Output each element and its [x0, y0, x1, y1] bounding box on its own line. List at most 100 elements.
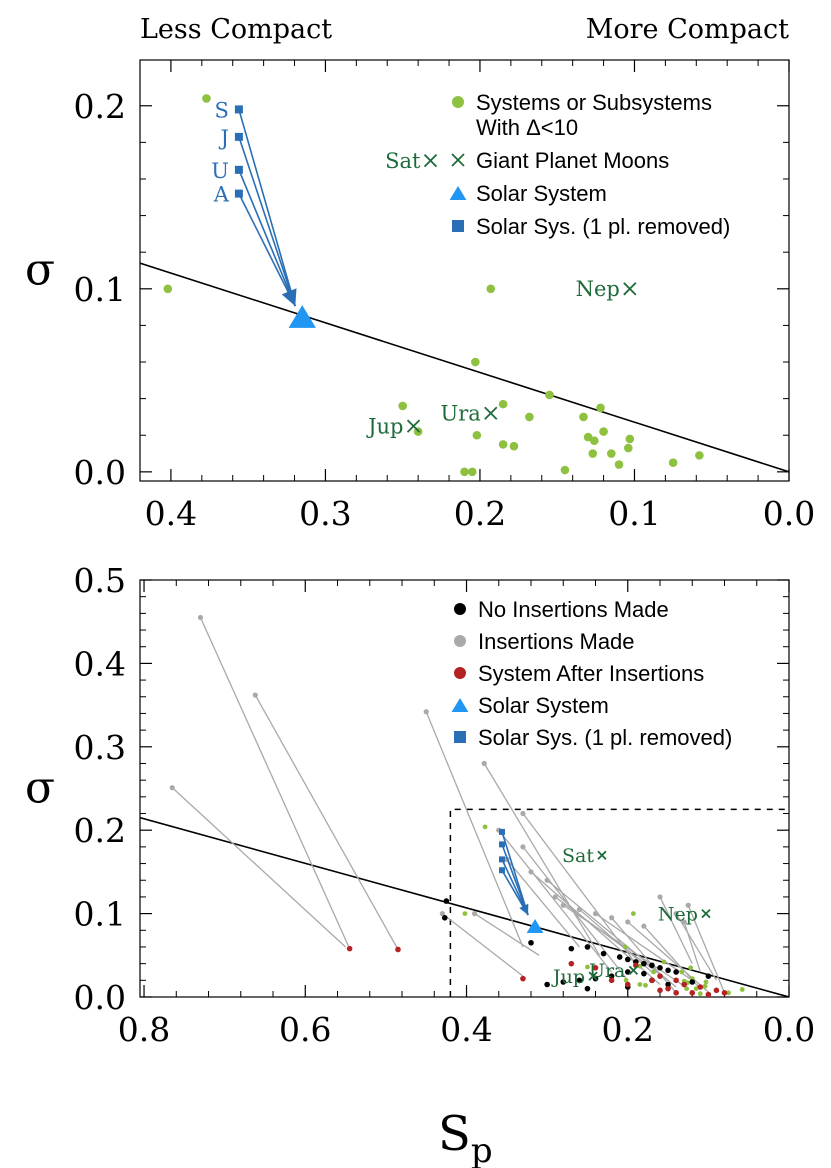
moon-label: Ura	[589, 960, 625, 982]
legend-marker-triangle	[451, 698, 469, 712]
no-insertion-point	[560, 979, 567, 985]
removed-planet-label: J	[218, 126, 228, 150]
legend-marker-triangle	[449, 186, 467, 200]
no-insertion-point	[641, 970, 647, 977]
insertion-track-line	[578, 908, 653, 973]
legend-marker-square	[454, 731, 466, 743]
solar-removed-marker	[498, 841, 505, 848]
insertion-track-line	[506, 858, 580, 948]
legend-marker-square	[452, 220, 464, 232]
moon-marker-stroke-b	[628, 965, 639, 975]
arrow-head	[519, 903, 529, 915]
moon-marker-stroke-b	[701, 908, 711, 919]
after-insertion-point	[568, 960, 575, 967]
system-point	[545, 390, 554, 400]
system-point	[702, 983, 708, 989]
legend-label-line2: With Δ<10	[476, 115, 578, 140]
moon-marker	[628, 965, 639, 975]
moon-marker-stroke-b	[484, 406, 498, 420]
y-tick-label: 0.2	[74, 811, 126, 850]
legend-label: Giant Planet Moons	[476, 148, 669, 173]
insertion-made-point	[576, 906, 582, 913]
legend-label: Solar System	[476, 181, 607, 206]
legend-marker-circle	[454, 603, 466, 615]
moon-label: Sat	[562, 845, 594, 867]
legend-label: Solar Sys. (1 pl. removed)	[478, 725, 732, 750]
insertion-made-point	[197, 614, 204, 621]
system-point	[637, 982, 643, 987]
y-tick-label: 0.5	[74, 561, 126, 600]
no-insertion-point	[649, 962, 655, 969]
legend-label: Solar System	[478, 693, 609, 718]
x-tick-label: 0.2	[602, 1010, 654, 1049]
insertion-made-point	[520, 844, 526, 850]
no-insertion-point	[584, 944, 591, 950]
moon-marker	[484, 406, 498, 420]
system-point	[661, 959, 667, 965]
x-tick-label: 0.2	[454, 494, 506, 533]
y-tick-label: 0.1	[74, 270, 126, 309]
system-point	[202, 94, 211, 103]
system-point	[703, 979, 709, 985]
legend-item: Insertions Made	[454, 629, 635, 654]
insertion-track-line	[675, 913, 717, 981]
y-tick-label: 0.2	[74, 87, 126, 126]
after-insertion-point	[346, 945, 353, 952]
removal-arrow	[238, 169, 296, 307]
x-tick-label: 0.6	[279, 1010, 331, 1049]
insertion-track-line	[546, 879, 677, 988]
moon-marker	[423, 154, 438, 168]
moon-label: Nep	[576, 277, 620, 301]
legend-item: Giant Planet Moons	[451, 148, 669, 173]
no-insertion-point	[665, 967, 671, 974]
x-tick-label: 0.0	[763, 1010, 815, 1049]
system-point	[585, 964, 590, 970]
arrow-head	[281, 288, 297, 307]
system-point	[726, 990, 731, 996]
after-insertion-point	[657, 973, 663, 979]
system-point	[462, 911, 468, 916]
moon-marker-stroke-b	[623, 282, 637, 296]
no-insertion-point	[665, 981, 671, 988]
no-insertion-point	[624, 956, 631, 963]
no-insertion-point	[657, 965, 663, 971]
no-insertion-point	[576, 977, 583, 984]
system-point	[498, 440, 508, 449]
insertion-track-line	[611, 917, 677, 994]
removal-arrow	[238, 193, 296, 307]
insertion-track-line	[425, 711, 524, 948]
insertion-made-point	[544, 877, 550, 883]
moon-marker-stroke-b	[597, 850, 607, 860]
insertion-made-point	[552, 894, 558, 900]
solar-removed-marker	[234, 105, 243, 114]
insertion-made-point	[528, 869, 534, 875]
y-tick-label: 0.4	[74, 644, 126, 683]
removal-arrow	[501, 844, 529, 916]
system-point	[697, 991, 703, 997]
no-insertion-point	[441, 914, 448, 921]
moon-label: Ura	[441, 402, 481, 426]
y-axis-label: σ	[25, 245, 55, 296]
insertion-track-line	[522, 813, 637, 965]
legend-marker-x-stroke-b	[451, 153, 465, 167]
x-tick-label: 0.8	[118, 1010, 170, 1049]
after-insertion-point	[395, 946, 401, 953]
no-insertion-point	[528, 939, 534, 946]
legend-label: Systems or Subsystems	[476, 90, 712, 115]
after-insertion-point	[697, 984, 704, 990]
insertion-made-point	[657, 894, 663, 900]
system-point	[482, 824, 488, 830]
after-insertion-point	[705, 991, 712, 997]
moon-label: Nep	[658, 903, 698, 925]
after-insertion-point	[649, 977, 655, 984]
insertion-made-point	[685, 902, 691, 908]
x-tick-label: 0.4	[440, 1010, 492, 1049]
zoom-box	[449, 808, 789, 997]
system-point	[509, 441, 519, 451]
removed-planet-label: U	[211, 159, 229, 183]
y-tick-label: 0.1	[74, 895, 126, 934]
system-point	[643, 982, 648, 988]
legend-item: Solar System	[449, 181, 607, 206]
insertion-made-point	[560, 902, 566, 908]
